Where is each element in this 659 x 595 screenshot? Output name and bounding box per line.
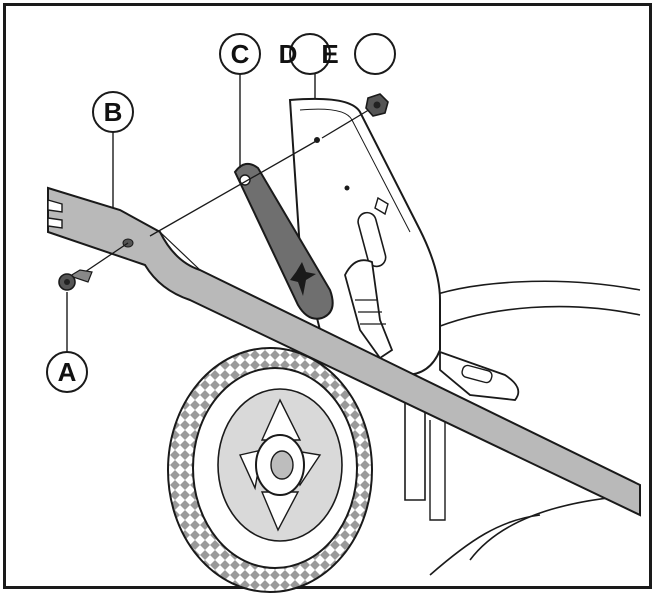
callout-e-label: E	[321, 39, 338, 69]
bolt-icon	[58, 269, 93, 291]
callout-a-label: A	[58, 357, 77, 387]
adjust-knob-icon	[344, 259, 394, 360]
wheel-icon	[167, 347, 373, 593]
callout-d: D	[279, 33, 331, 75]
callout-c: C	[219, 33, 261, 75]
callout-b-label: B	[104, 97, 123, 127]
handle-bar-icon	[47, 186, 641, 517]
callout-d-label: D	[279, 39, 298, 69]
callout-a: A	[46, 351, 88, 393]
callout-e: E	[321, 33, 396, 75]
nut-icon	[365, 93, 389, 117]
callout-c-label: C	[231, 39, 250, 69]
mower-deck	[419, 280, 641, 576]
leader-lines	[66, 72, 316, 352]
callout-b: B	[92, 91, 134, 133]
lever-plate-icon	[233, 162, 334, 320]
